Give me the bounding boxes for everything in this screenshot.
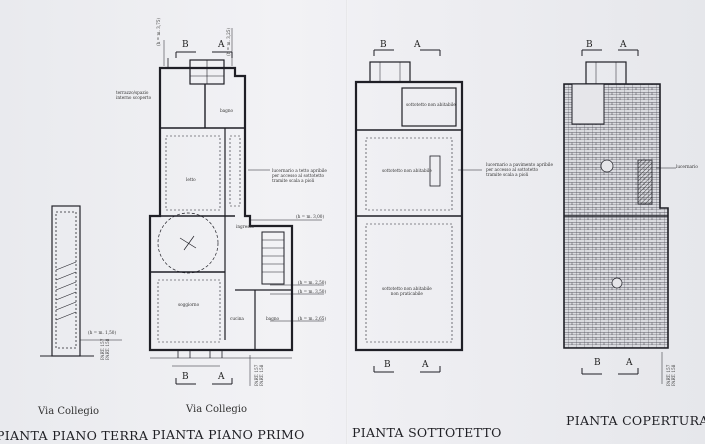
level-low-2: (h = m. 3,50): [298, 289, 327, 294]
section-mark-b: B: [380, 40, 387, 50]
room-kitchen-label: cucina: [230, 316, 244, 321]
roof-plan: [563, 49, 676, 384]
section-mark-a: A: [422, 360, 429, 370]
attic-middle-label: sottotetto non abitabile: [382, 168, 432, 173]
level-low-1: (h = m. 2,50): [298, 280, 327, 285]
level-low-3: (h = m. 2,65): [298, 316, 327, 321]
room-wc-label: bagno: [266, 316, 280, 321]
section-mark-a: A: [626, 358, 633, 368]
level-top-left: (h = m. 3,75): [156, 17, 161, 46]
attic-lower-label: sottotetto non abitabile non praticabile: [382, 286, 432, 296]
section-mark-a: A: [218, 40, 225, 50]
section-mark-b: B: [586, 40, 593, 50]
title-ground-floor: PIANTA PIANO TERRA: [0, 428, 149, 443]
attic-note: lucernario a pavimento apribile per acce…: [486, 162, 553, 177]
section-mark-b: B: [594, 358, 601, 368]
room-entrance-label: ingresso: [236, 224, 255, 229]
street-label-ground: Via Collegio: [38, 406, 99, 417]
room-living-label: soggiorno: [178, 302, 200, 307]
ground-parcel-label: PART. 157 PART. 158: [100, 338, 110, 360]
title-roof: PIANTA COPERTURA: [566, 413, 705, 428]
first-parcel-label: PART. 157 PART. 158: [254, 364, 264, 386]
page-fold: [346, 0, 348, 444]
section-mark-b: B: [384, 360, 391, 370]
skylight-note: lucernario a tetto apribile per accesso …: [272, 168, 327, 183]
street-label-first: Via Collegio: [186, 404, 247, 415]
section-mark-a: A: [218, 372, 225, 382]
section-mark-b: B: [182, 372, 189, 382]
section-mark-a: A: [414, 40, 421, 50]
level-mid: (h = m. 3,00): [296, 214, 325, 219]
attic-plan: [354, 49, 482, 373]
ground-level-label: (h = m. 1,50): [88, 330, 117, 335]
room-bathroom-label: bagno: [220, 108, 234, 113]
level-top-right: (h = m. 3,25): [226, 27, 231, 56]
roof-parcel-label: PART. 157 PART. 158: [666, 364, 676, 386]
section-mark-a: A: [620, 40, 627, 50]
ground-floor-plan: [40, 205, 122, 357]
section-mark-b: B: [182, 40, 189, 50]
room-terrace-label: terrazzo/spazio interno scoperto: [116, 90, 152, 100]
room-bedroom-label: letto: [186, 177, 196, 182]
title-first-floor: PIANTA PIANO PRIMO: [152, 427, 305, 442]
first-floor-plan: [148, 28, 324, 386]
roof-note: lucernario: [676, 164, 698, 169]
attic-upper-label: sottotetto non abitabile: [406, 102, 456, 107]
title-attic: PIANTA SOTTOTETTO: [352, 425, 502, 440]
